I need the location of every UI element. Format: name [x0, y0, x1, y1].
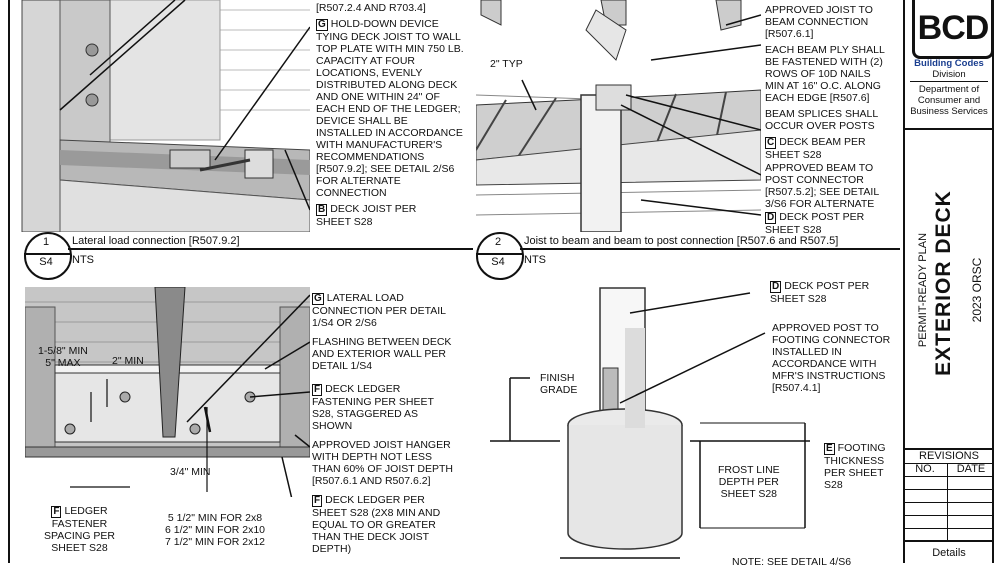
detail-1-title: Lateral load connection [R507.9.2] — [72, 235, 240, 247]
revisions-col-date: DATE — [956, 463, 986, 475]
detail-4-drawing — [490, 287, 810, 559]
detail-2-typ-label: 2" TYP — [490, 58, 523, 70]
detail-1-top-ref: [R507.2.4 AND R703.4] — [316, 2, 426, 14]
tag-b: B — [316, 204, 328, 216]
detail-2-scale: NTS — [524, 254, 546, 266]
detail-2-title-line — [520, 248, 900, 250]
tag-e: E — [824, 443, 835, 455]
detail-2-title: Joist to beam and beam to post connectio… — [524, 235, 839, 247]
revisions-col-no: NO. — [915, 463, 935, 475]
bcd-logo: BCD — [912, 0, 994, 59]
detail-4-bottom-note: NOTE: SEE DETAIL 4/S6 — [732, 556, 852, 568]
detail-3-dim-min: 2" MIN — [112, 355, 144, 367]
detail-1-drawing — [21, 0, 310, 232]
detail-1-bubble — [24, 232, 72, 280]
code-edition: 2023 ORSC — [970, 257, 984, 323]
tag-f: F — [312, 495, 323, 507]
tag-c: C — [765, 137, 777, 149]
sheet-border-left — [8, 0, 10, 563]
sheet-name: Details — [932, 547, 966, 559]
tag-d: D — [765, 212, 777, 224]
detail-1-number: 1 — [42, 236, 50, 248]
detail-2-sheet: S4 — [491, 256, 505, 268]
agency-name: Building Codes — [914, 58, 984, 69]
division-name: Division — [932, 69, 966, 80]
detail-1-sheet: S4 — [39, 256, 53, 268]
detail-2-drawing — [476, 0, 761, 232]
tag-g: G — [316, 19, 328, 31]
tag-f: F — [51, 506, 62, 518]
detail-1-scale: NTS — [72, 254, 94, 266]
title-block-border — [903, 0, 905, 563]
sheet-title: EXTERIOR DECK — [932, 190, 955, 376]
detail-3-drawing — [25, 287, 310, 497]
revisions-header: REVISIONS — [919, 450, 979, 462]
tag-d: D — [770, 281, 782, 293]
tag-f: F — [312, 384, 323, 396]
detail-3-dim-gap: 3/4" MIN — [170, 466, 211, 478]
logo-text: BCD — [917, 9, 990, 47]
detail-1-title-line — [68, 248, 473, 250]
detail-2-bubble — [476, 232, 524, 280]
detail-2-number: 2 — [494, 236, 502, 248]
tag-g: G — [312, 293, 324, 305]
